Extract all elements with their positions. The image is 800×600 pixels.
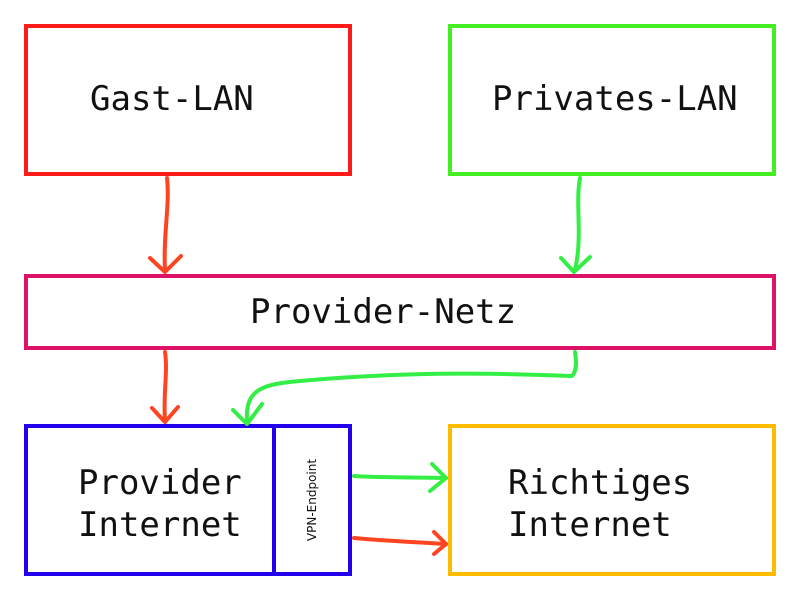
real-internet-label: Richtiges Internet — [508, 463, 693, 545]
provider-internet-box: Provider Internet — [24, 424, 276, 576]
private-lan-box: Privates-LAN — [448, 24, 776, 176]
arrow-private-to-provider-net — [559, 176, 592, 274]
provider-net-label: Provider-Netz — [250, 292, 517, 332]
arrow-vpn-to-real-internet-green — [352, 462, 448, 493]
arrow-guest-to-provider-net — [148, 176, 183, 274]
provider-net-box: Provider-Netz — [24, 274, 776, 350]
arrow-provider-net-to-vpn — [231, 350, 578, 426]
real-internet-box: Richtiges Internet — [448, 424, 776, 576]
provider-internet-label: Provider Internet — [78, 463, 242, 545]
private-lan-label: Privates-LAN — [492, 79, 738, 119]
guest-lan-label: Gast-LAN — [90, 79, 254, 119]
vpn-endpoint-box: VPN-Endpoint — [272, 424, 352, 576]
arrow-provider-net-to-provider-internet — [150, 350, 180, 424]
arrow-vpn-to-real-internet-red — [352, 530, 448, 556]
guest-lan-box: Gast-LAN — [24, 24, 352, 176]
